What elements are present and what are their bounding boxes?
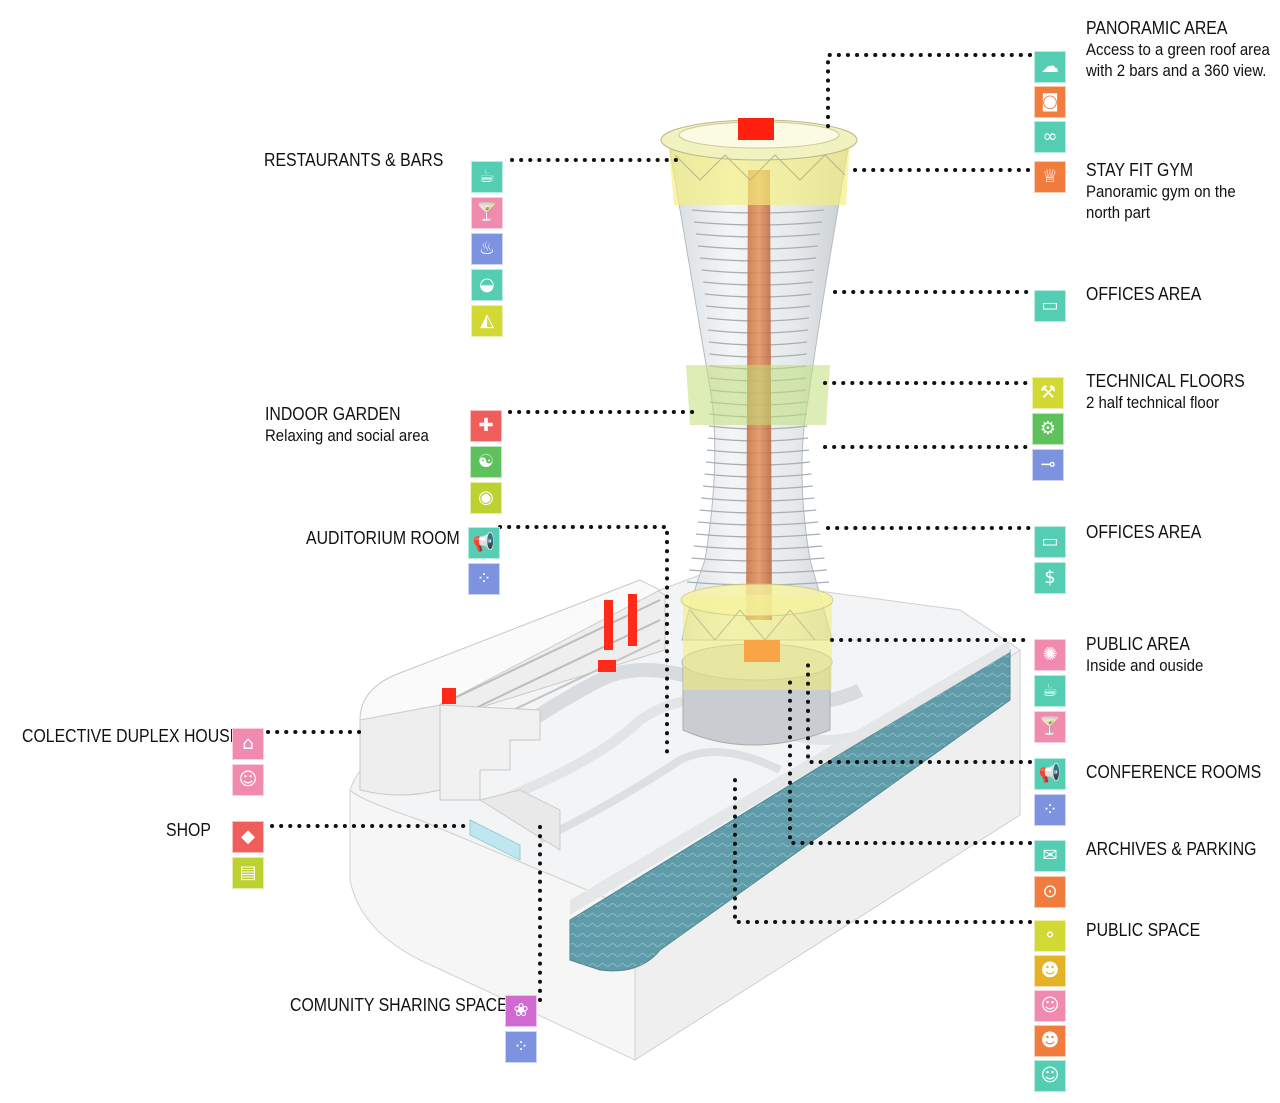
label-indoor-garden: INDOOR GARDEN Relaxing and social area [265,404,429,446]
shop-title: SHOP [166,820,211,840]
label-public-area: PUBLIC AREA Inside and ouside [1086,634,1203,676]
label-stay-fit-gym: STAY FIT GYM Panoramic gym on the north … [1086,160,1236,223]
envelope-icon: ✉ [1034,840,1066,872]
technical-desc: 2 half technical floor [1086,393,1220,412]
yin-yang-icon: ☯ [470,446,502,478]
coffee-cup-icon: ☕ [1034,675,1066,707]
panoramic-desc-2: with 2 bars and a 360 view. [1086,61,1267,80]
gamepad-icon: ✚ [470,410,502,442]
cocktail-icon: 🍸 [471,197,503,229]
megaphone-icon: 📢 [1034,758,1066,790]
archives-title: ARCHIVES & PARKING [1086,839,1257,859]
offices1-title: OFFICES AREA [1086,284,1202,304]
person-couch-icon: ☺ [232,764,264,796]
technical-title: TECHNICAL FLOORS [1086,371,1245,391]
speaker-icon: ◙ [1034,86,1066,118]
duplex-title: COLECTIVE DUPLEX HOUSE [22,726,241,746]
gym-title: STAY FIT GYM [1086,160,1194,180]
balloons-icon: ⚬ [1034,920,1066,952]
community-title: COMUNITY SHARING SPACE [290,995,508,1015]
label-conference-rooms: CONFERENCE ROOMS [1086,762,1261,783]
money-bag-icon: $ [1034,562,1066,594]
label-colective-duplex-house: COLECTIVE DUPLEX HOUSE [22,726,240,747]
dots-network-icon: ⁘ [1034,794,1066,826]
burger-icon: ◒ [471,269,503,301]
face-glasses-icon: ☻ [1034,955,1066,987]
face-child-icon: ☺ [1034,990,1066,1022]
public-space-title: PUBLIC SPACE [1086,920,1201,940]
house-icon: ⌂ [232,728,264,760]
leader-lines [266,53,1032,1002]
label-shop: SHOP [166,820,211,841]
dots-network-icon: ⁘ [505,1031,537,1063]
label-auditorium-room: AUDITORIUM ROOM [306,528,460,549]
monitor-icon: ▭ [1034,526,1066,558]
label-archives-parking: ARCHIVES & PARKING [1086,839,1256,860]
gym-desc-2: north part [1086,203,1151,222]
megaphone-icon: 📢 [468,527,500,559]
cookie-icon: ✺ [1034,639,1066,671]
public-area-desc: Inside and ouside [1086,656,1204,675]
label-technical-floors: TECHNICAL FLOORS 2 half technical floor [1086,371,1245,413]
pizza-slice-icon: ◭ [471,305,503,337]
cloud-sun-icon: ☁ [1034,51,1066,83]
diamond-icon: ◆ [232,821,264,853]
eye-icon: ◉ [470,482,502,514]
gear-icon: ⚙ [1032,413,1064,445]
umbrella-icon: ❀ [505,995,537,1027]
binoculars-icon: ∞ [1034,121,1066,153]
gym-desc-1: Panoramic gym on the [1086,182,1236,201]
face-man-icon: ☺ [1034,1060,1066,1092]
podium-base [349,574,1021,1061]
label-offices-area-upper: OFFICES AREA [1086,284,1201,305]
dots-network-icon: ⁘ [468,563,500,595]
monitor-icon: ▭ [1034,290,1066,322]
label-restaurants-bars: RESTAURANTS & BARS [264,150,443,171]
trophy-icon: ♕ [1034,161,1066,193]
wrench-icon: ⚒ [1032,377,1064,409]
coffee-cup-icon: ☕ [471,161,503,193]
label-offices-area-lower: OFFICES AREA [1086,522,1201,543]
auditorium-title: AUDITORIUM ROOM [306,528,460,548]
face-woman-icon: ☻ [1034,1025,1066,1057]
label-public-space: PUBLIC SPACE [1086,920,1200,941]
garden-desc: Relaxing and social area [265,426,429,445]
thermometer-icon: ⊸ [1032,449,1064,481]
cocktail-icon: 🍸 [1034,711,1066,743]
offices2-title: OFFICES AREA [1086,522,1202,542]
cash-register-icon: ▤ [232,857,264,889]
conference-title: CONFERENCE ROOMS [1086,762,1262,782]
dining-plate-icon: ♨ [471,233,503,265]
label-comunity-sharing-space: COMUNITY SHARING SPACE [290,995,508,1016]
duplex-housing-block [359,579,666,861]
restaurants-title: RESTAURANTS & BARS [264,150,444,170]
label-panoramic-area: PANORAMIC AREA Access to a green roof ar… [1086,18,1270,81]
panoramic-desc-1: Access to a green roof area [1086,40,1270,59]
panoramic-title: PANORAMIC AREA [1086,18,1228,38]
tower [660,118,858,746]
garden-title: INDOOR GARDEN [265,404,401,424]
public-area-title: PUBLIC AREA [1086,634,1190,654]
map-pin-icon: ⊙ [1034,876,1066,908]
